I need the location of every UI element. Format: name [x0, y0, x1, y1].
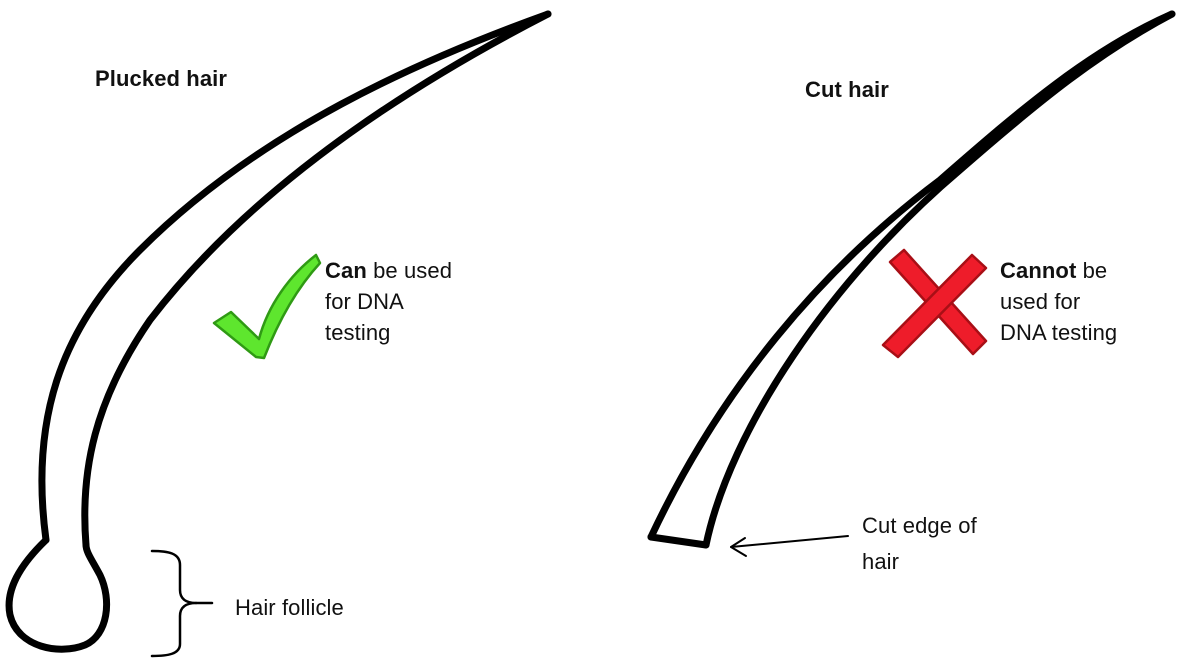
- cut-edge-arrow-shaft: [731, 536, 848, 547]
- cut-hair-inner-edge: [706, 14, 1172, 545]
- hair-follicle-bulb: [9, 540, 107, 649]
- cut-edge-arrow: [731, 536, 848, 556]
- check-mark-icon: [214, 255, 320, 358]
- cut-edge: [651, 537, 706, 545]
- cross-mark-icon: [883, 250, 986, 357]
- follicle-bracket: [152, 551, 196, 656]
- plucked-hair-inner-edge: [85, 14, 548, 545]
